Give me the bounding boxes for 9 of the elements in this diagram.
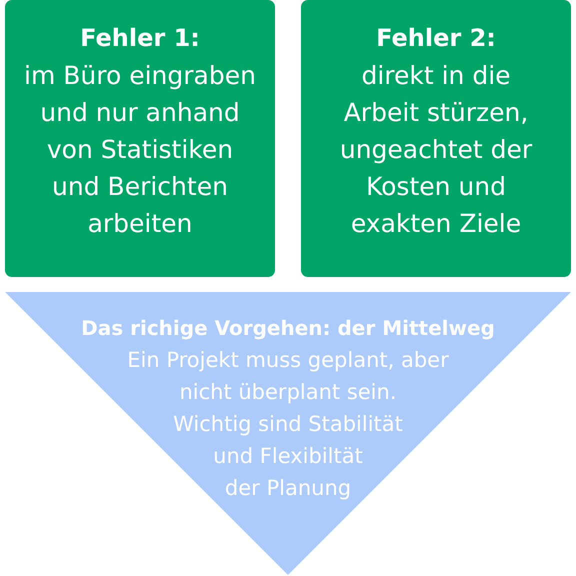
card-text: direkt in die Arbeit stürzen, ungeachtet der Kosten und exakten Ziele xyxy=(340,61,532,238)
panel-text: Ein Projekt muss geplant, aber nicht überplant sein. xyxy=(127,348,449,404)
card-title: Fehler 2: xyxy=(376,24,496,52)
text-card xyxy=(5,0,275,277)
panel-heading: Das richige Vorgehen: der Mittelweg xyxy=(81,316,495,340)
card-text: im Büro eingraben und nur anhand von Statistiken und Berichten arbeiten xyxy=(24,61,256,238)
card-title: Fehler 1: xyxy=(80,24,200,52)
text-card xyxy=(301,0,571,277)
panel-text: Wichtig sind Stabilität und Flexibiltät der Planung xyxy=(173,412,403,500)
